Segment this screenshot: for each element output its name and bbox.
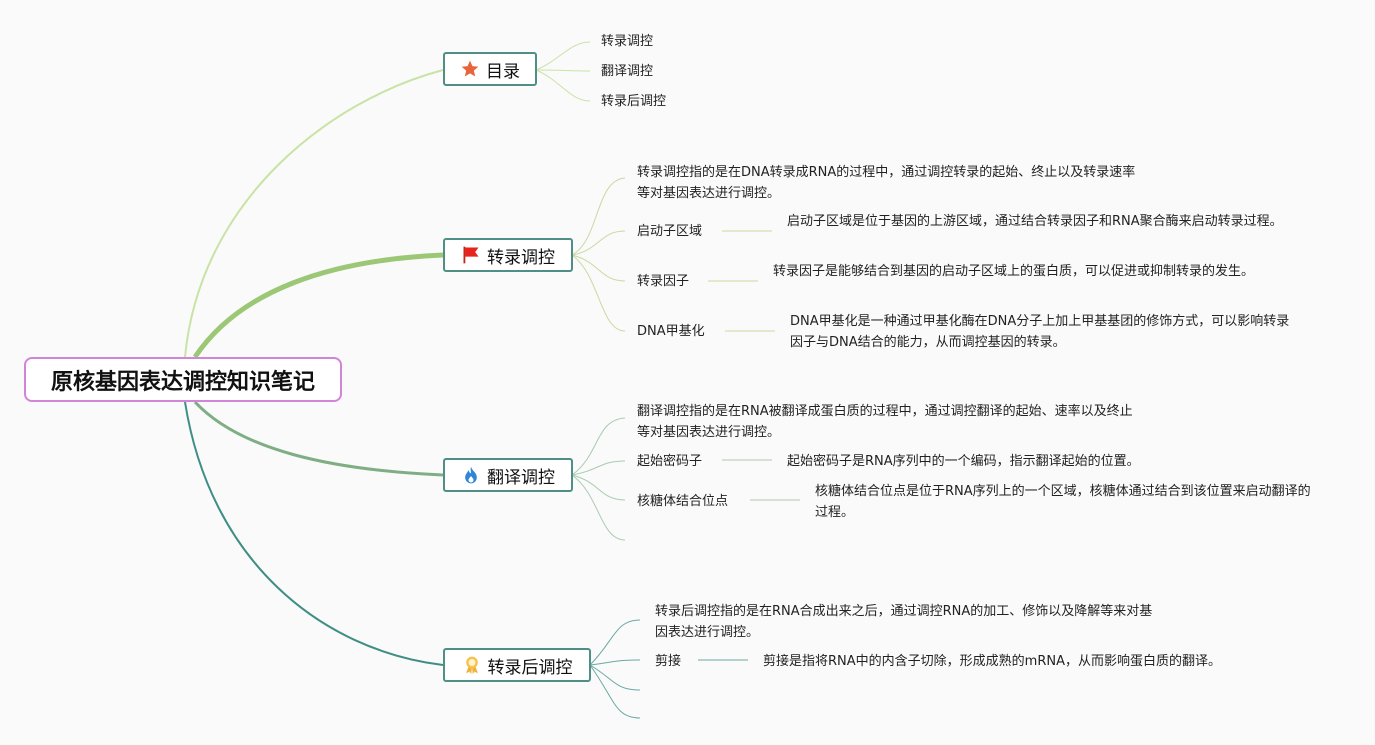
fire-icon [461,465,481,485]
root-title: 原核基因表达调控知识笔记 [50,369,315,395]
award-ribbon-icon [462,655,482,675]
branch-post-transcription-label: 转录后调控 [487,657,573,678]
branch-transcription-label: 转录调控 [487,247,555,268]
branch-post-transcription[interactable]: 转录后调控 [443,648,591,682]
toc-item[interactable]: 翻译调控 [601,64,654,79]
translation-desc[interactable]: 核糖体结合位点是位于RNA序列上的一个区域，核糖体通过结合到该位置来启动翻译的过… [815,484,1311,520]
transcription-term[interactable]: 转录因子 [637,274,690,289]
branch-translation-label: 翻译调控 [487,467,555,488]
translation-desc[interactable]: 起始密码子是RNA序列中的一个编码，指示翻译起始的位置。 [787,454,1140,469]
branch-toc-label: 目录 [486,61,520,82]
translation-term[interactable]: 核糖体结合位点 [637,494,729,509]
root-topic[interactable]: 原核基因表达调控知识笔记 [24,357,342,402]
transcription-intro[interactable]: 转录调控指的是在DNA转录成RNA的过程中，通过调控转录的起始、终止以及转录速率… [637,165,1136,201]
toc-item[interactable]: 转录调控 [601,34,654,49]
transcription-desc[interactable]: 启动子区域是位于基因的上游区域，通过结合转录因子和RNA聚合酶来启动转录过程。 [787,214,1283,229]
transcription-term[interactable]: DNA甲基化 [637,324,705,339]
transcription-desc[interactable]: 转录因子是能够结合到基因的启动子区域上的蛋白质，可以促进或抑制转录的发生。 [773,264,1255,279]
post-term[interactable]: 剪接 [655,654,682,669]
translation-term[interactable]: 起始密码子 [637,454,703,469]
transcription-term[interactable]: 启动子区域 [637,224,703,239]
toc-item[interactable]: 转录后调控 [601,94,667,109]
translation-intro[interactable]: 翻译调控指的是在RNA被翻译成蛋白质的过程中，通过调控翻译的起始、速率以及终止等… [637,404,1133,440]
branch-translation[interactable]: 翻译调控 [443,458,573,492]
transcription-desc[interactable]: DNA甲基化是一种通过甲基化酶在DNA分子上加上甲基基团的修饰方式，可以影响转录… [790,314,1290,350]
post-desc[interactable]: 剪接是指将RNA中的内含子切除，形成成熟的mRNA，从而影响蛋白质的翻译。 [763,654,1221,669]
branch-toc[interactable]: 目录 [443,52,537,86]
red-flag-icon [461,245,481,265]
star-icon [460,59,480,79]
post-intro[interactable]: 转录后调控指的是在RNA合成出来之后，通过调控RNA的加工、修饰以及降解等来对基… [655,604,1153,640]
branch-transcription[interactable]: 转录调控 [443,238,573,272]
